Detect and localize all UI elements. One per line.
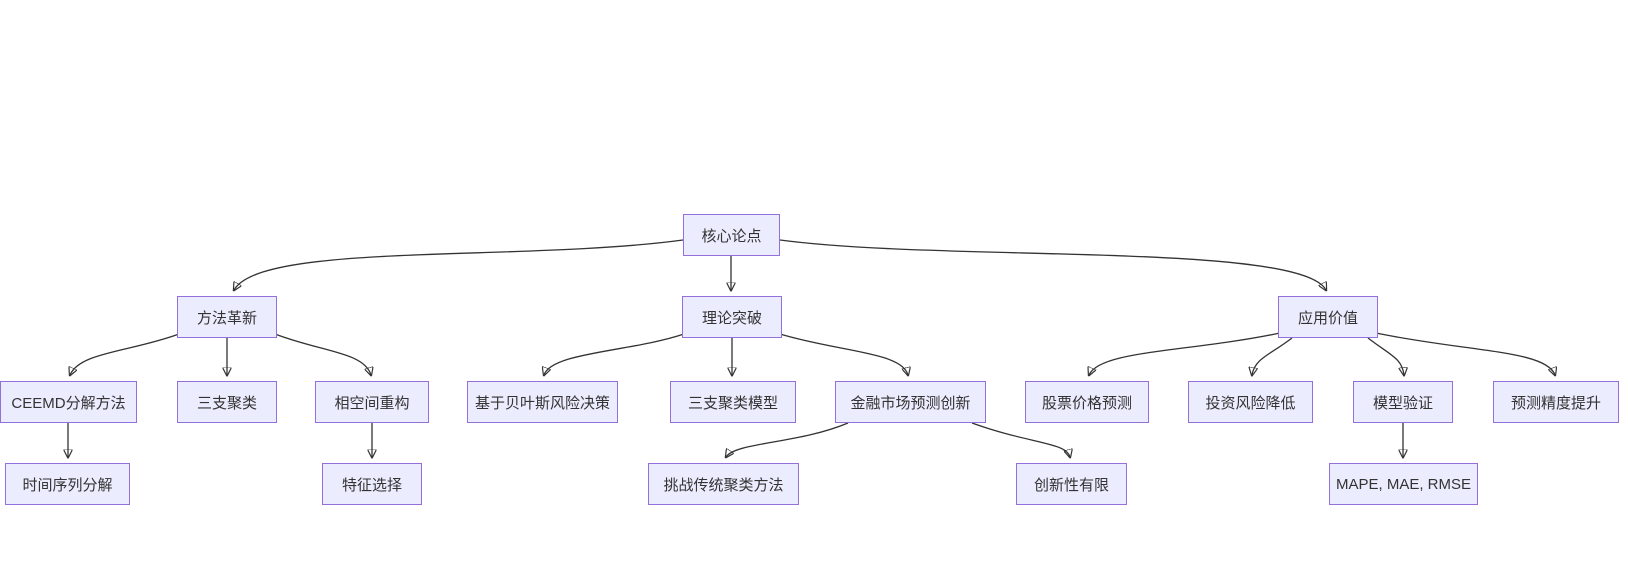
edge-core-to-application [779,239,1326,290]
edge-application-to-stock [1089,332,1281,375]
edge-core-to-method [234,239,684,290]
node-financial-market-innovation: 金融市场预测创新 [835,381,986,423]
edge-finance-to-challenge [726,422,849,457]
edge-theory-to-finance [779,333,908,375]
node-evaluation-metrics: MAPE, MAE, RMSE [1329,463,1478,505]
node-ceemd-decomposition: CEEMD分解方法 [0,381,137,423]
node-theory-breakthrough: 理论突破 [682,296,782,338]
node-three-way-clustering-model: 三支聚类模型 [670,381,796,423]
node-three-way-clustering: 三支聚类 [177,381,277,423]
node-limited-innovation: 创新性有限 [1016,463,1127,505]
node-application-value: 应用价值 [1278,296,1378,338]
node-investment-risk-reduction: 投资风险降低 [1188,381,1313,423]
edge-application-to-risk [1252,337,1293,375]
edge-application-to-validation [1367,337,1404,375]
node-time-series-decomposition: 时间序列分解 [5,463,130,505]
node-phase-space-reconstruction: 相空间重构 [315,381,429,423]
edge-theory-to-bayes [544,333,685,375]
node-challenge-traditional-clustering: 挑战传统聚类方法 [648,463,799,505]
node-prediction-accuracy: 预测精度提升 [1493,381,1619,423]
node-method-innovation: 方法革新 [177,296,277,338]
node-stock-price-prediction: 股票价格预测 [1025,381,1149,423]
node-model-validation: 模型验证 [1353,381,1453,423]
edge-application-to-accuracy [1375,332,1555,375]
edge-method-to-ceemd [70,333,180,375]
edge-finance-to-limited [971,422,1070,457]
node-core-thesis: 核心论点 [683,214,780,256]
edge-method-to-phase [274,333,371,375]
node-feature-selection: 特征选择 [322,463,422,505]
node-bayesian-risk-decision: 基于贝叶斯风险决策 [467,381,618,423]
